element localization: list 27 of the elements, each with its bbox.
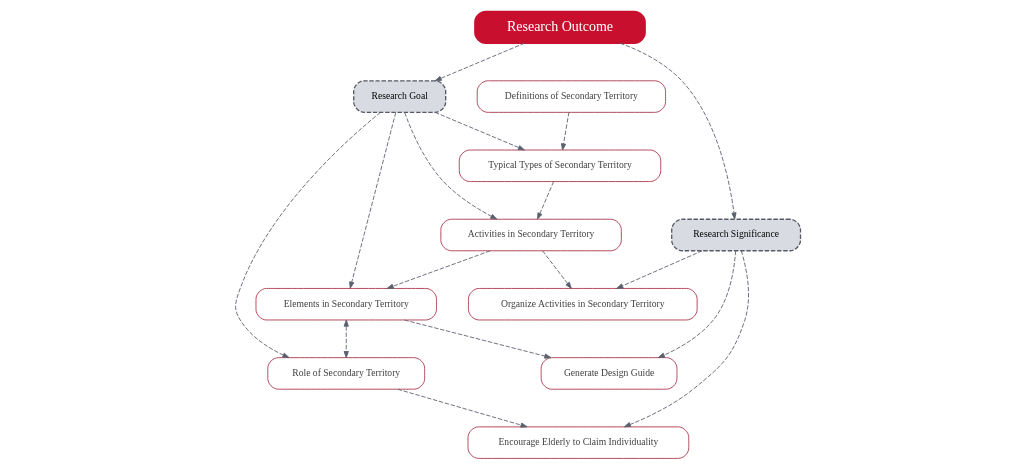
node-box: Research Significance [671, 218, 802, 252]
arrow [616, 250, 703, 289]
arrow [386, 250, 491, 289]
arrow [561, 112, 570, 151]
arrow [619, 42, 737, 220]
node-box: Elements in Secondary Territory [255, 288, 437, 321]
node-box: Organize Activities in Secondary Territory [468, 288, 698, 321]
arrow [404, 319, 552, 359]
node-box: Research Goal [353, 80, 447, 113]
node-box: Encourage Elderly to Claim Individuality [467, 426, 690, 459]
node-box: Activities in Secondary Territory [440, 218, 622, 252]
node-box: Generate Design Guide [540, 357, 678, 390]
arrow [235, 112, 381, 358]
arrow [397, 388, 528, 428]
arrow [404, 112, 498, 220]
arrow [537, 181, 555, 220]
arrow [542, 250, 572, 289]
arrow [434, 112, 525, 151]
node-box: Role of Secondary Territory [267, 357, 426, 390]
arrow [349, 112, 397, 289]
arrow [623, 250, 749, 428]
arrow [343, 319, 349, 359]
node-box: Research Outcome [474, 10, 646, 44]
arrow [434, 42, 525, 82]
node-box: Typical Types of Secondary Territory [458, 149, 662, 182]
arrow [657, 250, 737, 359]
node-box: Definitions of Secondary Territory [476, 80, 667, 113]
